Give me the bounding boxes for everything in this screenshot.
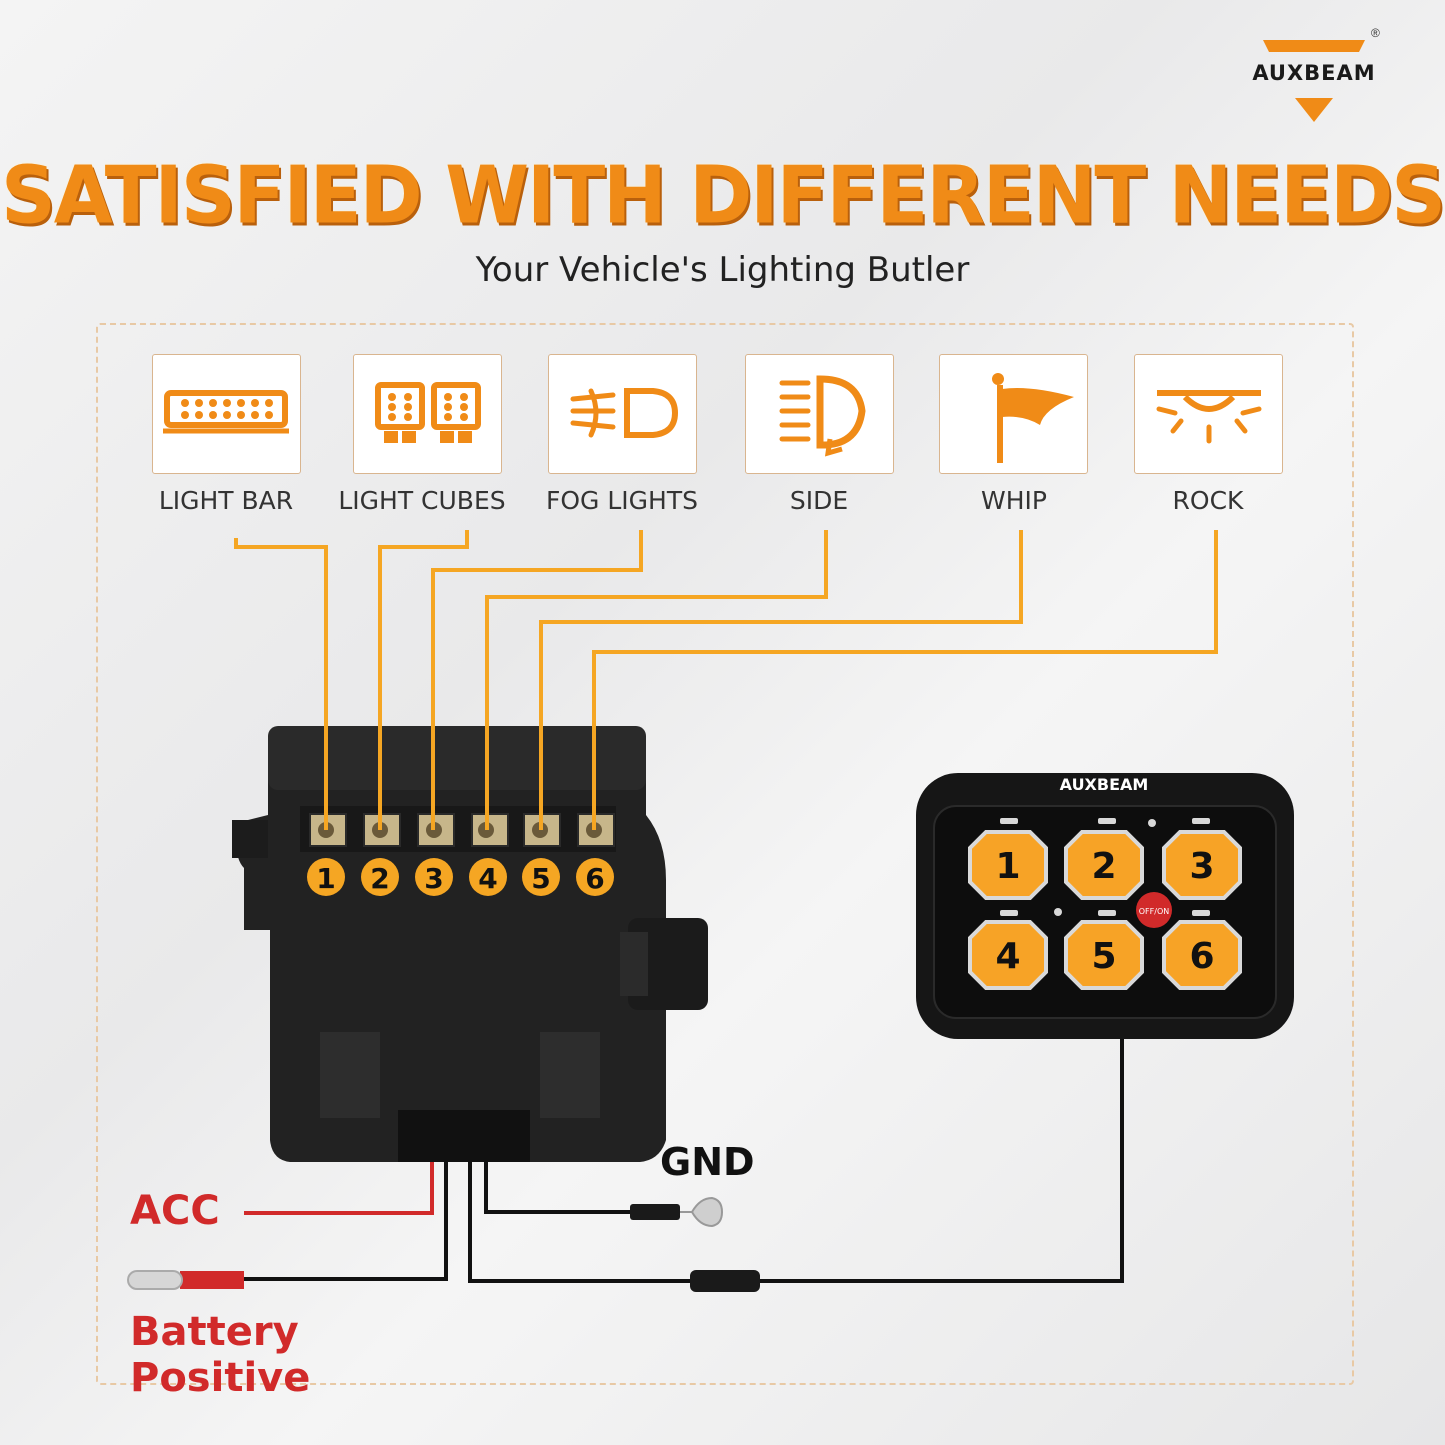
panel-button-6: 6 bbox=[1189, 936, 1214, 977]
ground-wire bbox=[484, 1162, 630, 1214]
panel-button-1: 1 bbox=[995, 846, 1020, 887]
power-button-label: OFF/ON bbox=[1139, 907, 1169, 916]
whip-flag-icon bbox=[992, 373, 1074, 463]
wire-4 bbox=[485, 530, 828, 830]
gnd-label: GND bbox=[660, 1140, 755, 1184]
panel-wire-b bbox=[760, 1039, 1124, 1283]
output-wires bbox=[234, 530, 1218, 830]
label-side: SIDE bbox=[789, 486, 849, 515]
power-wires bbox=[244, 1039, 1124, 1283]
light-bar-icon bbox=[163, 390, 289, 434]
label-rock: ROCK bbox=[1172, 486, 1244, 515]
light-cubes-icon bbox=[375, 382, 481, 443]
panel-button-2: 2 bbox=[1091, 846, 1116, 887]
brand-logo: AUXBEAM ® bbox=[1225, 26, 1405, 126]
side-light-icon bbox=[779, 375, 866, 457]
panel-brand: AUXBEAM bbox=[1060, 775, 1149, 794]
battery-wire bbox=[244, 1162, 448, 1281]
panel-button-4: 4 bbox=[995, 936, 1020, 977]
relay-terminal-badges: 1 2 3 4 5 6 bbox=[307, 858, 614, 896]
side-tile bbox=[745, 354, 894, 474]
wire-1 bbox=[234, 538, 328, 830]
terminal-3: 3 bbox=[424, 862, 443, 895]
brand-name: AUXBEAM bbox=[1252, 61, 1376, 85]
terminal-2: 2 bbox=[370, 862, 389, 895]
ground-ring-terminal bbox=[680, 1196, 724, 1228]
subheadline: Your Vehicle's Lighting Butler bbox=[475, 250, 970, 290]
headline: SATISFIED WITH DIFFERENT NEEDS bbox=[1, 147, 1445, 242]
fog-lights-icon bbox=[570, 388, 679, 438]
rock-tile bbox=[1134, 354, 1283, 474]
panel-button-3: 3 bbox=[1189, 846, 1214, 887]
whip-tile bbox=[939, 354, 1088, 474]
wire-3 bbox=[431, 530, 643, 830]
terminal-1: 1 bbox=[316, 862, 335, 895]
gnd-connector bbox=[630, 1204, 680, 1220]
registered-mark: ® bbox=[1371, 26, 1380, 40]
terminal-6: 6 bbox=[585, 862, 604, 895]
battery-terminal-tip bbox=[127, 1270, 183, 1290]
control-panel: OFF/ON AUXBEAM 1 2 3 4 5 6 bbox=[916, 773, 1294, 1039]
diagram-frame bbox=[96, 323, 1354, 1385]
acc-label: ACC bbox=[130, 1188, 220, 1234]
wire-6 bbox=[592, 530, 1218, 830]
fog-lights-tile bbox=[548, 354, 697, 474]
terminal-5: 5 bbox=[531, 862, 550, 895]
rock-light-icon bbox=[1156, 390, 1262, 444]
wire-5 bbox=[539, 530, 1023, 830]
label-whip: WHIP bbox=[981, 486, 1047, 515]
label-fog-lights: FOG LIGHTS bbox=[546, 486, 698, 515]
label-light-bar: LIGHT BAR bbox=[158, 486, 294, 515]
light-bar-tile bbox=[152, 354, 301, 474]
label-light-cubes: LIGHT CUBES bbox=[338, 486, 506, 515]
acc-wire bbox=[244, 1162, 434, 1215]
panel-button-5: 5 bbox=[1091, 936, 1116, 977]
terminal-4: 4 bbox=[478, 862, 497, 895]
inline-connector bbox=[690, 1270, 760, 1292]
panel-wire-a bbox=[468, 1162, 690, 1283]
relay-box bbox=[232, 726, 708, 1162]
battery-terminal-sleeve bbox=[180, 1271, 244, 1289]
light-cubes-tile bbox=[353, 354, 502, 474]
battery-positive-label: Battery Positive bbox=[130, 1309, 311, 1401]
wire-2 bbox=[378, 530, 469, 830]
